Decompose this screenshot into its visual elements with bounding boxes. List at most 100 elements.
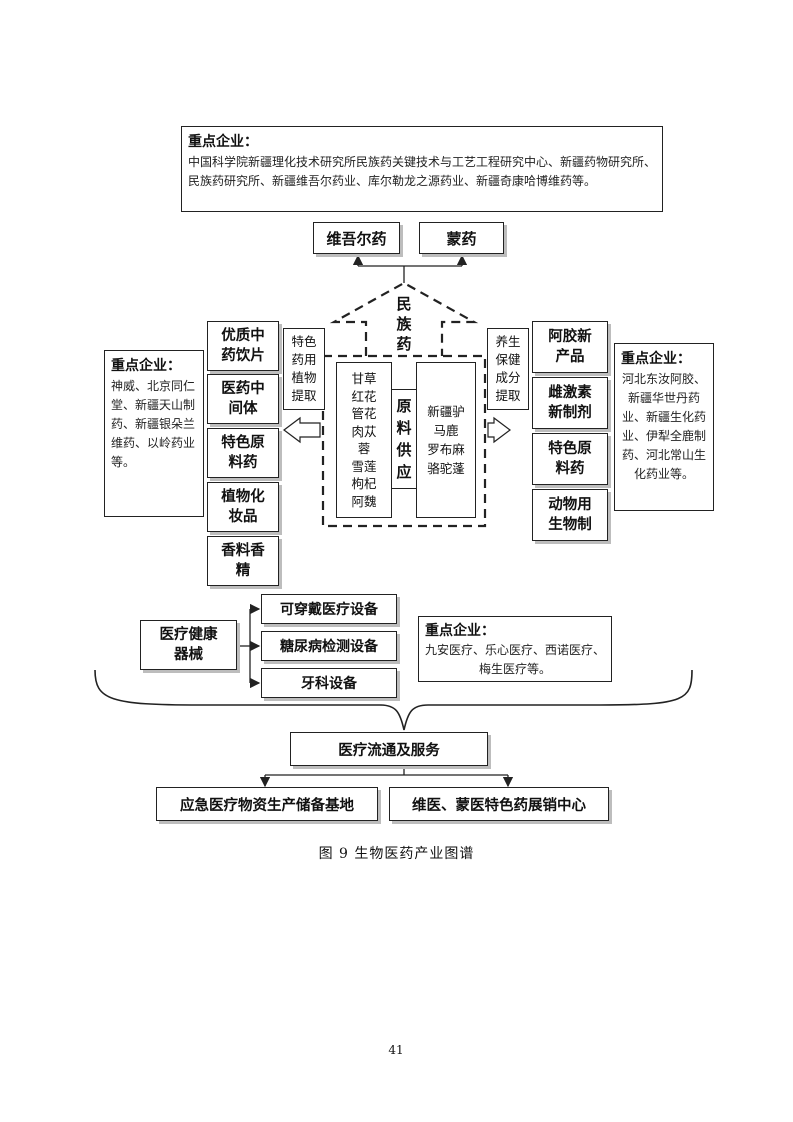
left-product-line: 植物化 [221,489,265,505]
left-product-line: 间体 [228,401,258,417]
left-hollow-arrow [283,416,321,444]
right-enterprises-body: 河北东汝阿胶、新疆华世丹药业、新疆生化药业、伊犁全鹿制药、河北常山生化药业等。 [621,372,706,481]
left-product-box: 医药中 间体 [207,374,279,424]
ethnic-branch-connector [352,254,468,283]
plant-material: 雪莲 [351,458,377,474]
animal-material: 罗布麻 [427,442,465,457]
medical-devices-line: 医疗健康 [159,627,218,643]
left-enterprises-box: 重点企业： 神威、北京同仁堂、新疆天山制药、新疆银朵兰维药、以岭药业等。 [104,350,204,517]
plant-material: 蓉 [357,441,371,456]
raw-supply-char: 应 [396,463,412,481]
left-extraction-line: 特色 [291,334,317,349]
left-product-box: 优质中 药饮片 [207,321,279,371]
right-extraction-box: 养生 保健 成分 提取 [487,328,529,410]
plant-material: 管花 [351,406,377,421]
mongolian-medicine-box: 蒙药 [419,222,504,254]
left-product-box: 植物化 妆品 [207,482,279,532]
plant-material: 肉苁 [351,423,377,439]
device-enterprises-box: 重点企业： 九安医疗、乐心医疗、西诺医疗、梅生医疗等。 [418,616,612,682]
right-product-box: 阿胶新 产品 [532,321,608,373]
animal-material: 骆驼蓬 [427,461,465,476]
plant-material: 阿魏 [351,493,377,509]
right-product-line: 雌激素 [548,385,592,401]
device-item-label: 糖尿病检测设备 [280,639,378,655]
plant-material: 红花 [351,388,377,404]
mongolian-medicine-label: 蒙药 [446,229,477,248]
right-extraction-line: 养生 [495,334,521,349]
left-product-line: 优质中 [221,328,265,344]
ethnic-medicine-label: 民 族 药 [392,292,416,356]
uyghur-medicine-label: 维吾尔药 [326,229,387,248]
device-item-label: 可穿戴医疗设备 [280,602,378,618]
device-item-box: 糖尿病检测设备 [261,631,397,661]
left-product-line: 料药 [228,455,258,471]
left-product-line: 特色原 [221,435,265,451]
circulation-connectors [259,766,514,788]
right-enterprises-box: 重点企业： 河北东汝阿胶、新疆华世丹药业、新疆生化药业、伊犁全鹿制药、河北常山生… [614,343,714,511]
right-enterprises-title: 重点企业： [621,351,691,367]
storage-base-box: 应急医疗物资生产储备基地 [156,787,378,821]
left-extraction-line: 药用 [291,352,317,367]
top-enterprises-title: 重点企业： [188,134,258,150]
device-item-box: 牙科设备 [261,668,397,698]
right-product-box: 雌激素 新制剂 [532,377,608,429]
uyghur-medicine-box: 维吾尔药 [313,222,400,254]
raw-supply-char: 原 [396,397,412,415]
medical-devices-box: 医疗健康 器械 [140,620,237,670]
right-product-line: 特色原 [548,441,592,457]
left-extraction-line: 植物 [291,370,317,385]
right-product-line: 料药 [555,461,585,477]
circulation-label: 医疗流通及服务 [338,742,440,759]
left-product-box: 香料香 精 [207,536,279,586]
raw-supply-dashed-frame [321,354,487,528]
animal-material: 新疆驴 [427,404,465,419]
medical-devices-line: 器械 [174,647,203,663]
right-product-line: 产品 [555,349,585,365]
brace [94,669,693,731]
figure-caption: 图 9 生物医药产业图谱 [318,846,475,862]
right-extraction-line: 提取 [495,388,521,403]
top-enterprises-body: 中国科学院新疆理化技术研究所民族药关键技术与工艺工程研究中心、新疆药物研究所、民… [188,155,657,188]
left-product-line: 精 [235,563,251,579]
left-product-line: 药饮片 [221,348,265,364]
left-product-box: 特色原 料药 [207,428,279,478]
raw-supply-char: 料 [396,419,412,437]
left-product-line: 妆品 [228,509,258,525]
ethnic-medicine-char: 族 [396,315,412,333]
plant-material: 枸杞 [351,476,377,491]
right-product-line: 阿胶新 [548,329,592,345]
device-item-label: 牙科设备 [301,676,357,692]
left-product-line: 医药中 [221,381,265,397]
right-hollow-arrow [487,416,511,444]
right-product-line: 生物制 [548,517,592,533]
device-connectors [238,603,261,689]
plant-material: 甘草 [351,371,377,386]
ethnic-dashed-arrow [329,281,479,356]
right-extraction-line: 保健 [495,352,521,367]
raw-supply-label-box: 原 料 供 应 [391,389,417,489]
ethnic-medicine-char: 药 [396,335,412,353]
left-enterprises-body: 神威、北京同仁堂、新疆天山制药、新疆银朵兰维药、以岭药业等。 [111,379,196,469]
circulation-box: 医疗流通及服务 [290,732,488,766]
right-product-box: 特色原 料药 [532,433,608,485]
ethnic-medicine-char: 民 [396,295,412,313]
device-enterprises-body: 九安医疗、乐心医疗、西诺医疗、梅生医疗等。 [425,643,606,676]
top-enterprises-box: 重点企业： 中国科学院新疆理化技术研究所民族药关键技术与工艺工程研究中心、新疆药… [181,126,663,212]
left-extraction-line: 提取 [291,388,317,403]
plant-materials-box: 甘草 红花 管花 肉苁 蓉 雪莲 枸杞 阿魏 [336,362,392,518]
left-extraction-box: 特色 药用 植物 提取 [283,328,325,410]
left-product-line: 香料香 [221,543,265,559]
right-extraction-line: 成分 [495,370,521,385]
animal-material: 马鹿 [433,423,459,438]
right-product-line: 动物用 [548,497,592,513]
page-number: 41 [388,1043,404,1057]
right-product-line: 新制剂 [548,405,592,421]
raw-supply-char: 供 [396,441,412,459]
device-item-box: 可穿戴医疗设备 [261,594,397,624]
device-enterprises-title: 重点企业： [425,623,495,639]
left-enterprises-title: 重点企业： [111,358,181,374]
exhibition-center-box: 维医、蒙医特色药展销中心 [389,787,609,821]
storage-base-label: 应急医疗物资生产储备基地 [180,797,354,814]
right-product-box: 动物用 生物制 [532,489,608,541]
